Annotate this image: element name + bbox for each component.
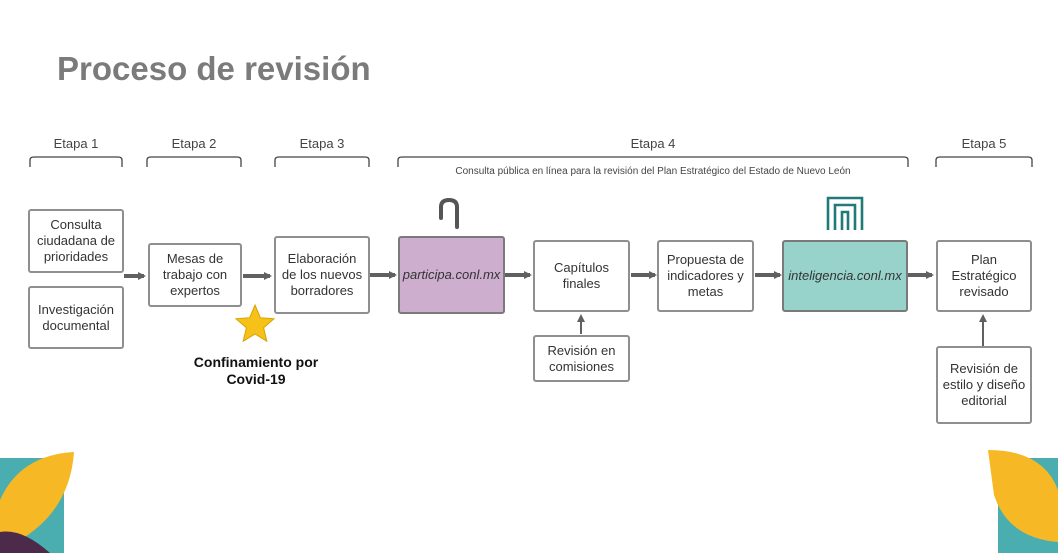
box-capitulos-finales: Capítulos finales xyxy=(533,240,630,312)
decor-right-corner xyxy=(988,450,1058,553)
box-investigacion-documental: Investigación documental xyxy=(28,286,124,349)
box-plan-estrategico: Plan Estratégico revisado xyxy=(936,240,1032,312)
box-revision-estilo: Revisión de estilo y diseño editorial xyxy=(936,346,1032,424)
box-consulta-ciudadana: Consulta ciudadana de prioridades xyxy=(28,209,124,273)
etapa-2-label: Etapa 2 xyxy=(171,136,217,151)
box-inteligencia-website: inteligencia.conl.mx xyxy=(782,240,908,312)
participa-logo-icon xyxy=(439,197,459,229)
etapa-5-bracket xyxy=(935,156,1033,167)
etapa-5-label: Etapa 5 xyxy=(961,136,1007,151)
box-elaboracion-borradores: Elaboración de los nuevos borradores xyxy=(274,236,370,314)
decor-left-corner xyxy=(0,452,74,553)
covid-note-line1: Confinamiento por xyxy=(193,354,319,370)
etapa-4-label: Etapa 4 xyxy=(630,136,676,151)
etapa-4-subtitle: Consulta pública en línea para la revisi… xyxy=(455,166,851,177)
etapa-2-bracket xyxy=(146,156,242,167)
etapa-4-bracket xyxy=(397,156,909,167)
box-revision-comisiones: Revisión en comisiones xyxy=(533,335,630,382)
star-icon xyxy=(234,303,276,343)
etapa-3-bracket xyxy=(274,156,370,167)
inteligencia-logo-icon xyxy=(826,196,864,230)
etapa-1-bracket xyxy=(29,156,123,167)
covid-note: Confinamiento por Covid-19 xyxy=(180,354,332,388)
box-participa-website: participa.conl.mx xyxy=(398,236,505,314)
etapa-3-label: Etapa 3 xyxy=(299,136,345,151)
box-mesas-de-trabajo: Mesas de trabajo con expertos xyxy=(148,243,242,307)
box-propuesta-indicadores: Propuesta de indicadores y metas xyxy=(657,240,754,312)
covid-note-line2: Covid-19 xyxy=(226,371,286,387)
etapa-1-label: Etapa 1 xyxy=(53,136,99,151)
page-title: Proceso de revisión xyxy=(57,50,371,87)
